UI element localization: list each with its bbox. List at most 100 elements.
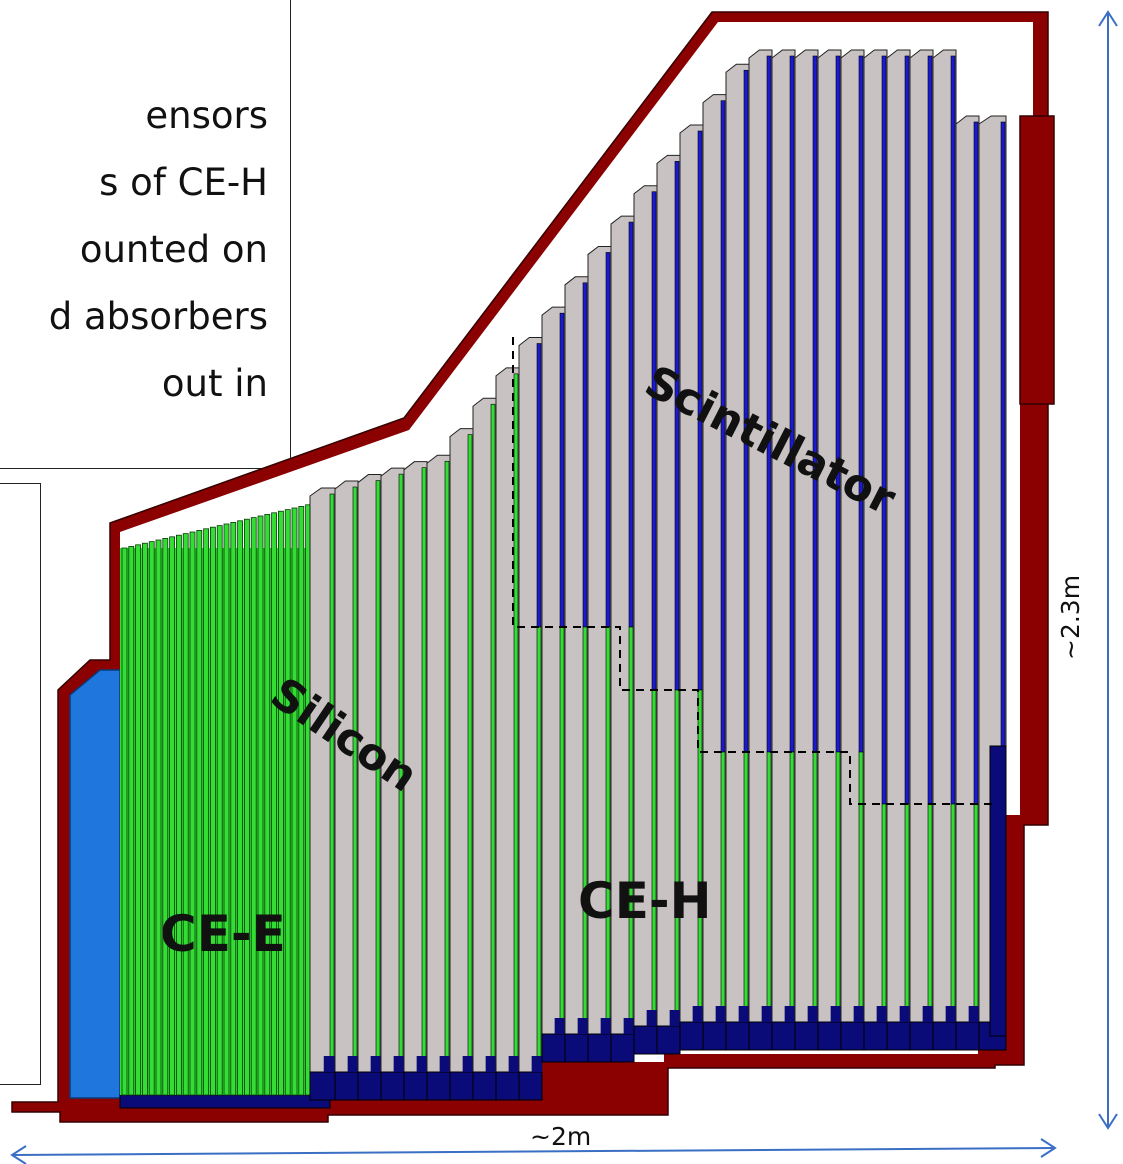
- base-tooth: [738, 1006, 749, 1022]
- base-plate: [309, 1071, 336, 1101]
- caption-line: out in: [161, 362, 268, 405]
- silicon-layer: [697, 689, 703, 1023]
- base-tooth: [646, 1010, 657, 1026]
- ce-e-layer: [257, 515, 264, 1096]
- caption-line: d absorbers: [48, 295, 268, 338]
- silicon-scintillator-boundary: [512, 337, 992, 805]
- right-support: [989, 745, 1007, 1037]
- silicon-layer: [766, 751, 772, 1023]
- base-tooth: [531, 1056, 542, 1072]
- caption-line: ensors: [145, 94, 268, 137]
- silicon-layer: [651, 689, 657, 1027]
- scintillator-layer: [904, 55, 910, 805]
- silicon-layer: [927, 803, 933, 1023]
- ce-e-layer: [182, 533, 189, 1096]
- base-tooth: [669, 1010, 680, 1026]
- scintillator-layer: [835, 55, 841, 753]
- base-plate: [771, 1021, 796, 1051]
- ce-e-layer: [277, 510, 284, 1096]
- ce-e-layer: [291, 507, 298, 1096]
- silicon-layer: [812, 751, 818, 1023]
- base-plate: [587, 1033, 612, 1063]
- base-plate: [909, 1021, 934, 1051]
- base-tooth: [899, 1006, 910, 1022]
- base-tooth: [577, 1018, 588, 1034]
- scintillator-layer: [927, 55, 933, 805]
- base-tooth: [323, 1056, 335, 1072]
- ce-e-layer: [284, 509, 291, 1096]
- base-plate: [863, 1021, 888, 1051]
- scintillator-layer: [858, 55, 864, 753]
- silicon-layer: [720, 751, 726, 1023]
- scintillator-layer: [628, 221, 634, 628]
- base-tooth: [945, 1006, 956, 1022]
- ce-e-layer: [203, 528, 210, 1096]
- base-plate: [403, 1071, 428, 1101]
- base-plate: [725, 1021, 750, 1051]
- ce-e-layer: [223, 523, 230, 1096]
- silicon-layer: [513, 373, 519, 1073]
- silicon-layer: [536, 626, 542, 1073]
- base-plate: [794, 1021, 819, 1051]
- silicon-layer: [329, 493, 335, 1073]
- ce-e-layer: [155, 539, 162, 1096]
- silicon-layer: [352, 486, 358, 1073]
- base-plate: [495, 1071, 520, 1101]
- base-tooth: [784, 1006, 795, 1022]
- silicon-layer: [835, 751, 841, 1023]
- base-plate: [380, 1071, 405, 1101]
- base-tooth: [554, 1018, 565, 1034]
- scintillator-layer: [766, 55, 772, 753]
- base-tooth: [807, 1006, 818, 1022]
- scintillator-layer: [950, 55, 956, 805]
- base-tooth: [347, 1056, 358, 1072]
- base-tooth: [922, 1006, 933, 1022]
- base-plate: [610, 1033, 635, 1063]
- silicon-layer: [582, 626, 588, 1035]
- silicon-layer: [444, 460, 450, 1073]
- ce-e-layer: [162, 538, 169, 1096]
- ce-e-layer: [175, 534, 182, 1096]
- scintillator-layer: [651, 191, 657, 691]
- ce-e-layer: [148, 541, 155, 1096]
- base-plate: [702, 1021, 727, 1051]
- ce-e-layer: [298, 505, 305, 1096]
- height-arrow: [1098, 10, 1118, 1130]
- ce-e-layer: [216, 525, 223, 1096]
- base-plate: [633, 1025, 658, 1055]
- base-plate: [840, 1021, 865, 1051]
- base-plate: [518, 1071, 543, 1101]
- base-plate: [932, 1021, 957, 1051]
- silicon-layer: [467, 434, 473, 1073]
- silicon-layer: [858, 751, 864, 1023]
- silicon-layer: [628, 626, 634, 1035]
- silicon-layer: [605, 626, 611, 1035]
- base-tooth: [830, 1006, 841, 1022]
- ce-e-layer: [141, 542, 148, 1096]
- base-plate: [472, 1071, 497, 1101]
- silicon-layer: [904, 803, 910, 1023]
- ce-e-layer: [189, 531, 196, 1096]
- ce-e-layer: [243, 518, 250, 1096]
- silicon-layer: [490, 403, 496, 1073]
- base-tooth: [462, 1056, 473, 1072]
- silicon-layer: [973, 803, 979, 1023]
- base-tooth: [485, 1056, 496, 1072]
- base-plate: [426, 1071, 451, 1101]
- silicon-layer: [421, 467, 427, 1073]
- base-tooth: [853, 1006, 864, 1022]
- silicon-layer: [789, 751, 795, 1023]
- base-tooth: [393, 1056, 404, 1072]
- ce-e-layer: [135, 544, 142, 1096]
- ce-e-layer: [264, 514, 271, 1096]
- base-plate: [817, 1021, 842, 1051]
- caption-text: ensors s of CE-H ounted on d absorbers o…: [0, 82, 268, 417]
- base-tooth: [968, 1006, 979, 1022]
- scintillator-layer: [973, 121, 979, 805]
- scintillator-layer: [674, 161, 680, 691]
- caption-box: ensors s of CE-H ounted on d absorbers o…: [0, 0, 291, 469]
- scintillator-layer: [1000, 121, 1006, 805]
- ce-e-layer: [250, 517, 257, 1096]
- base-plate: [748, 1021, 773, 1051]
- base-plate: [955, 1021, 980, 1051]
